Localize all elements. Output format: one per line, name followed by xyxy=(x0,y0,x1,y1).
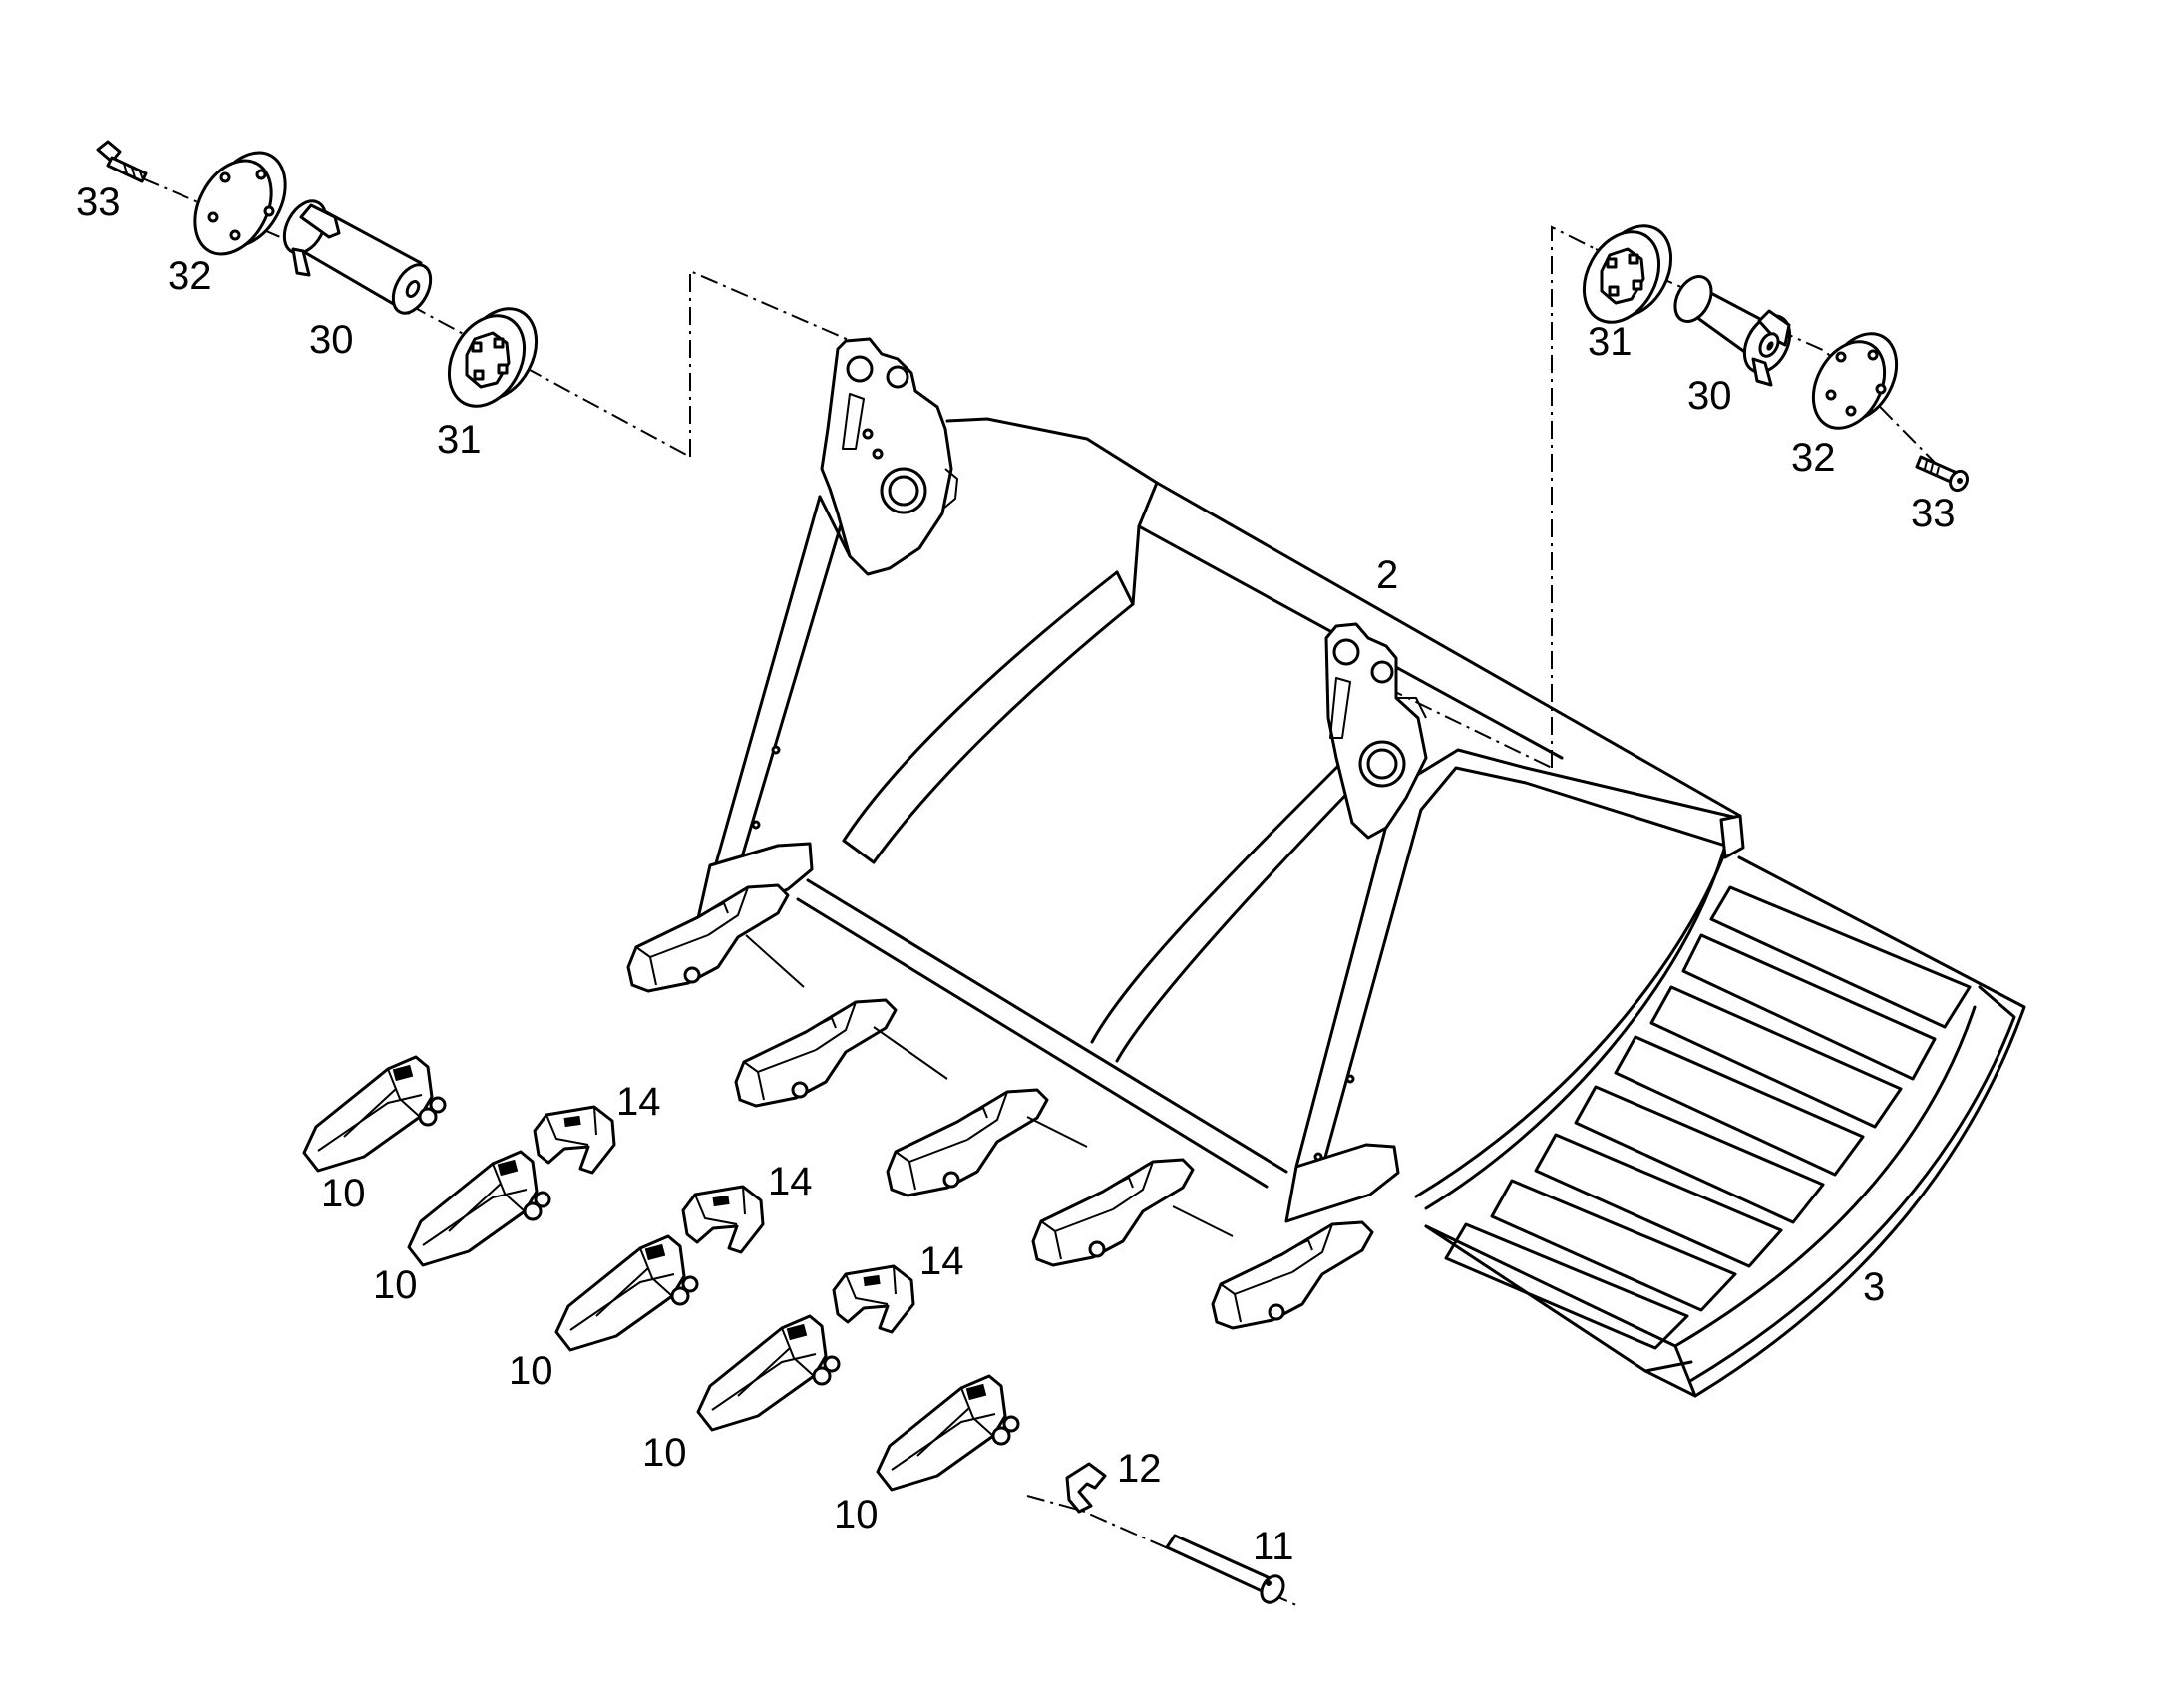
tooth-3 xyxy=(554,1234,699,1352)
callout-cap-1: 14 xyxy=(616,1080,661,1124)
left-ring xyxy=(447,307,539,408)
right-pin-assembly xyxy=(1582,224,1969,493)
callout-tooth-2: 10 xyxy=(373,1263,418,1307)
cutting-edge xyxy=(1424,855,2026,1398)
left-bolt xyxy=(96,140,148,183)
callout-left-shaft: 30 xyxy=(309,318,354,362)
tooth-4 xyxy=(696,1314,841,1432)
callout-cap-2: 14 xyxy=(768,1160,813,1203)
right-plate xyxy=(1811,332,1899,430)
callout-right-bolt: 33 xyxy=(1911,492,1956,535)
tooth-2 xyxy=(407,1150,551,1267)
cap-2 xyxy=(681,1185,765,1254)
callout-right-ring: 31 xyxy=(1588,320,1633,364)
callout-cap-3: 14 xyxy=(919,1239,964,1283)
right-shaft xyxy=(1673,275,1792,387)
callout-left-bolt: 33 xyxy=(76,180,121,224)
tooth-1 xyxy=(302,1055,447,1173)
bucket xyxy=(626,337,1745,1330)
retainer xyxy=(1065,1462,1107,1514)
right-ring xyxy=(1582,224,1673,324)
callout-tooth-4: 10 xyxy=(642,1431,687,1475)
left-pin-assembly xyxy=(96,140,539,408)
callout-right-plate: 32 xyxy=(1791,436,1836,480)
pin xyxy=(1165,1534,1285,1604)
center-lines xyxy=(111,165,1956,1606)
callout-tooth-5: 10 xyxy=(834,1493,879,1537)
cap-3 xyxy=(832,1264,915,1334)
callout-bucket: 2 xyxy=(1376,553,1398,597)
tooth-5 xyxy=(876,1374,1020,1492)
left-shaft xyxy=(282,199,433,315)
callout-left-plate: 32 xyxy=(168,254,212,298)
cap-1 xyxy=(533,1105,616,1175)
callout-pin: 11 xyxy=(1253,1525,1294,1568)
callout-right-shaft: 30 xyxy=(1687,374,1732,418)
right-bolt xyxy=(1915,455,1969,493)
callout-tooth-1: 10 xyxy=(321,1172,366,1215)
callout-left-ring: 31 xyxy=(437,418,482,462)
callouts: 2 3 10 10 10 10 10 11 12 14 14 14 30 31 … xyxy=(76,180,1956,1568)
callout-cutting-edge: 3 xyxy=(1863,1265,1885,1309)
callout-tooth-3: 10 xyxy=(509,1349,553,1393)
left-plate xyxy=(193,151,287,256)
callout-retainer: 12 xyxy=(1117,1447,1162,1491)
